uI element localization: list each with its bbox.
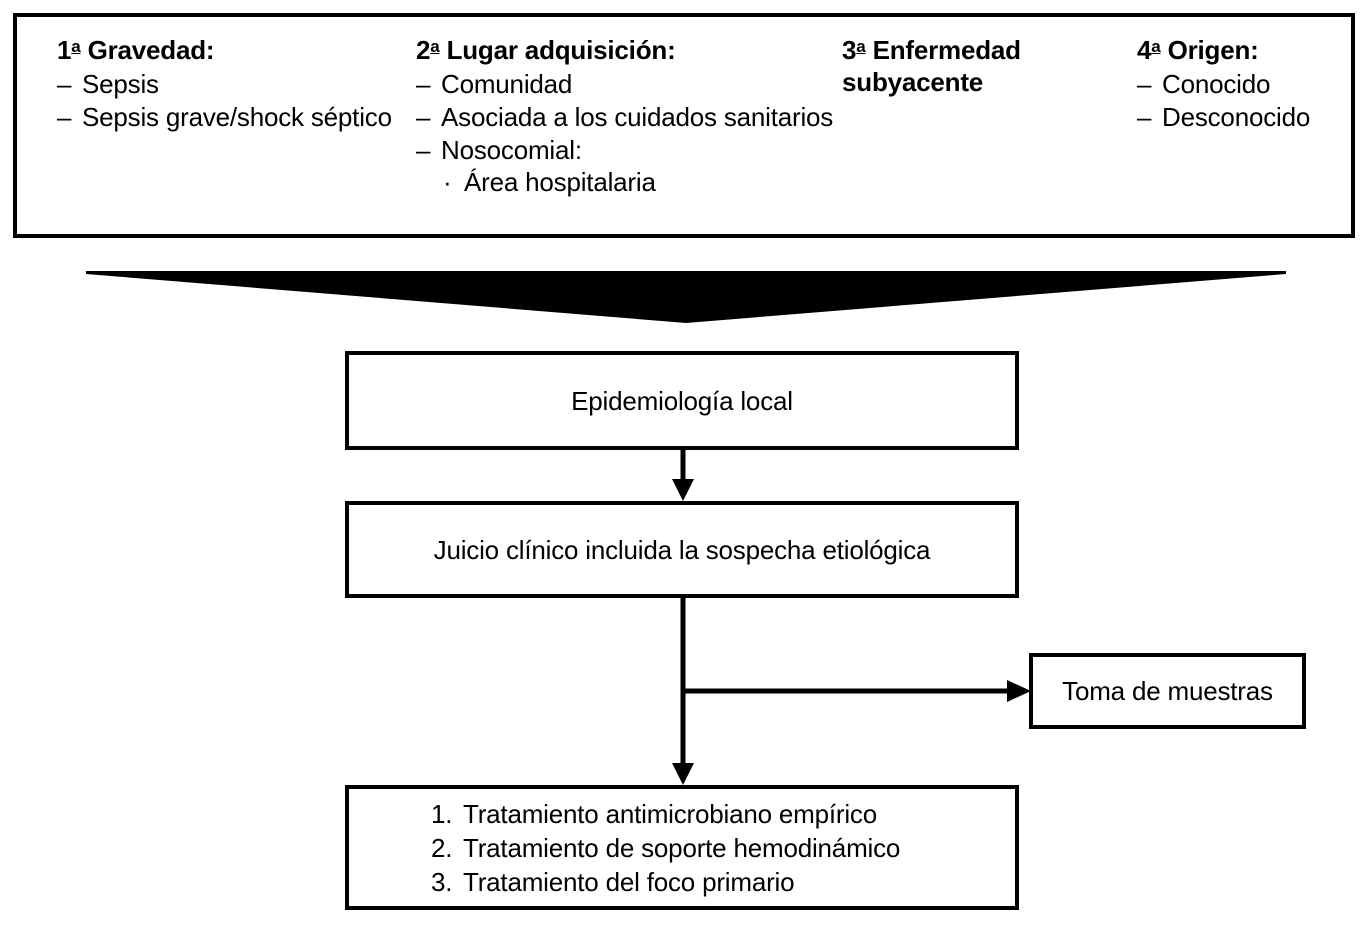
connector-epidemiologia-to-juicio [663, 450, 703, 501]
criteria-list-2: –Comunidad –Asociada a los cuidados sani… [416, 68, 836, 198]
middot-bullet: · [443, 167, 452, 197]
criteria-ordinal-suffix-1: a [71, 37, 81, 56]
list-item: 3. Tratamiento del foco primario [431, 865, 900, 899]
list-item-text: Sepsis [82, 69, 159, 99]
list-item: 2. Tratamiento de soporte hemodinámico [431, 831, 900, 865]
connector-juicio-to-tratamiento [663, 598, 703, 785]
list-item: –Nosocomial: [416, 134, 836, 166]
criteria-column-enfermedad-subyacente: 3a Enfermedad subyacente [842, 34, 1132, 98]
criteria-list-4: –Conocido –Desconocido [1137, 68, 1347, 133]
node-label: Juicio clínico incluida la sospecha etio… [433, 534, 931, 565]
node-epidemiologia-local[interactable]: Epidemiología local [345, 351, 1019, 450]
list-item: –Conocido [1137, 68, 1347, 100]
node-label: Epidemiología local [571, 385, 793, 416]
criteria-ordinal-suffix-2: a [430, 37, 440, 56]
criteria-column-gravedad: 1a Gravedad: –Sepsis –Sepsis grave/shock… [57, 34, 407, 133]
list-item-text: Comunidad [441, 69, 573, 99]
list-item-sub: · Área hospitalaria [416, 166, 836, 198]
list-item-text: Sepsis grave/shock séptico [82, 102, 392, 132]
funnel-shape [86, 271, 1286, 323]
list-item-text: Tratamiento de soporte hemodinámico [463, 832, 901, 863]
criteria-ordinal-suffix-4: a [1151, 37, 1161, 56]
list-item: –Sepsis grave/shock séptico [57, 101, 407, 133]
treatment-list: 1. Tratamiento antimicrobiano empírico 2.… [349, 797, 900, 899]
list-item-text: Conocido [1162, 69, 1271, 99]
criteria-heading-4: 4a Origen: [1137, 34, 1347, 66]
criteria-heading-1: 1a Gravedad: [57, 34, 407, 66]
list-item-number: 3. [431, 866, 453, 897]
list-item-text: Tratamiento antimicrobiano empírico [463, 798, 877, 829]
node-label: Toma de muestras [1062, 676, 1273, 706]
criteria-ordinal-3: 3 [842, 35, 857, 65]
list-item-text: Área hospitalaria [464, 167, 656, 197]
list-item: –Asociada a los cuidados sanitarios [416, 101, 836, 133]
list-item-text: Asociada a los cuidados sanitarios [441, 102, 834, 132]
node-juicio-clinico[interactable]: Juicio clínico incluida la sospecha etio… [345, 501, 1019, 598]
criteria-heading-2: 2a Lugar adquisición: [416, 34, 836, 66]
criteria-heading-3: 3a Enfermedad subyacente [842, 34, 1132, 98]
dash-bullet: – [57, 102, 72, 132]
list-item: –Comunidad [416, 68, 836, 100]
dash-bullet: – [1137, 69, 1152, 99]
list-item-number: 1. [431, 798, 453, 829]
node-tratamiento[interactable]: 1. Tratamiento antimicrobiano empírico 2.… [345, 785, 1019, 910]
criteria-heading-text-2: Lugar adquisición: [446, 35, 676, 65]
criteria-column-lugar-adquisicion: 2a Lugar adquisición: –Comunidad –Asocia… [416, 34, 836, 198]
criteria-ordinal-4: 4 [1137, 35, 1152, 65]
criteria-column-origen: 4a Origen: –Conocido –Desconocido [1137, 34, 1347, 133]
list-item: –Desconocido [1137, 101, 1347, 133]
criteria-list-1: –Sepsis –Sepsis grave/shock séptico [57, 68, 407, 133]
criteria-ordinal-suffix-3: a [856, 37, 866, 56]
dash-bullet: – [57, 69, 72, 99]
dash-bullet: – [416, 69, 431, 99]
node-toma-de-muestras[interactable]: Toma de muestras [1029, 653, 1306, 729]
criteria-heading-text-1: Gravedad: [87, 35, 215, 65]
dash-bullet: – [1137, 102, 1152, 132]
connector-juicio-to-toma-muestras [683, 671, 1031, 711]
dash-bullet: – [416, 102, 431, 132]
list-item-text: Tratamiento del foco primario [463, 866, 795, 897]
list-item-number: 2. [431, 832, 453, 863]
list-item: 1. Tratamiento antimicrobiano empírico [431, 797, 900, 831]
criteria-heading-text-4: Origen: [1167, 35, 1259, 65]
criteria-ordinal-1: 1 [57, 35, 72, 65]
criteria-heading-text-3: Enfermedad subyacente [842, 35, 1021, 97]
list-item-text: Desconocido [1162, 102, 1311, 132]
dash-bullet: – [416, 135, 431, 165]
criteria-ordinal-2: 2 [416, 35, 431, 65]
criteria-panel: 1a Gravedad: –Sepsis –Sepsis grave/shock… [13, 13, 1355, 238]
list-item-text: Nosocomial: [441, 135, 582, 165]
list-item: –Sepsis [57, 68, 407, 100]
